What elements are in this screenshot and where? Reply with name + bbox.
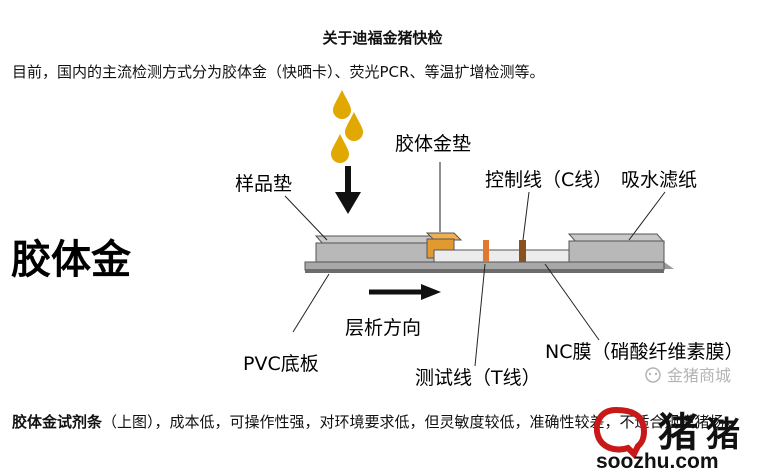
article-title: 关于迪福金猪快检 — [322, 29, 443, 47]
control-line-label: 控制线（C线） — [485, 169, 612, 191]
test-line-label: 测试线（T线） — [415, 367, 541, 389]
logo-text: 猪 — [658, 409, 698, 456]
paragraph-bold: 胶体金试剂条 — [12, 413, 103, 431]
article-paragraph: 胶体金试剂条（上图），成本低，可操作性强，对环境要求低，但灵敏度较低，准确性较差… — [12, 409, 752, 435]
sample-pad-label: 样品垫 — [235, 173, 292, 195]
paragraph-rest: （上图），成本低，可操作性强，对环境要求低，但灵敏度较低，准确性较差，不适合规模… — [102, 413, 740, 431]
sample-drop-icon — [331, 90, 363, 163]
gold-pad-label: 胶体金垫 — [395, 133, 471, 155]
strip-diagram: 胶体金 样品垫 胶体金垫 控制线（C线） 吸水滤纸 层析方向 PVC底板 测试线… — [9, 88, 765, 406]
flow-direction-label: 层析方向 — [345, 317, 421, 339]
wechat-watermark-text: 金猪商城 — [667, 366, 731, 385]
site-url: soozhu.com — [596, 450, 719, 471]
strip-type-label: 胶体金 — [11, 237, 132, 283]
colloidal-gold-strip-figure: 胶体金 样品垫 胶体金垫 控制线（C线） 吸水滤纸 层析方向 PVC底板 测试线… — [9, 88, 765, 406]
leader-lines — [284, 162, 666, 367]
absorbent-label: 吸水滤纸 — [621, 169, 697, 191]
site-logo-watermark: 猪 猪 soozhu.com — [593, 402, 764, 473]
nc-membrane-label: NC膜（硝酸纤维素膜） — [545, 341, 743, 363]
flow-arrow-icon — [369, 284, 441, 300]
logo-mark: 猪 — [706, 415, 740, 455]
soozhu-logo: 猪 猪 soozhu.com — [593, 406, 740, 473]
down-arrow-icon — [335, 166, 361, 214]
pvc-label: PVC底板 — [243, 353, 319, 375]
intro-text: 目前，国内的主流检测方式分为胶体金（快晒卡）、荧光PCR、等温扩增检测等。 — [12, 63, 545, 81]
wechat-watermark: 金猪商城 — [645, 366, 731, 385]
